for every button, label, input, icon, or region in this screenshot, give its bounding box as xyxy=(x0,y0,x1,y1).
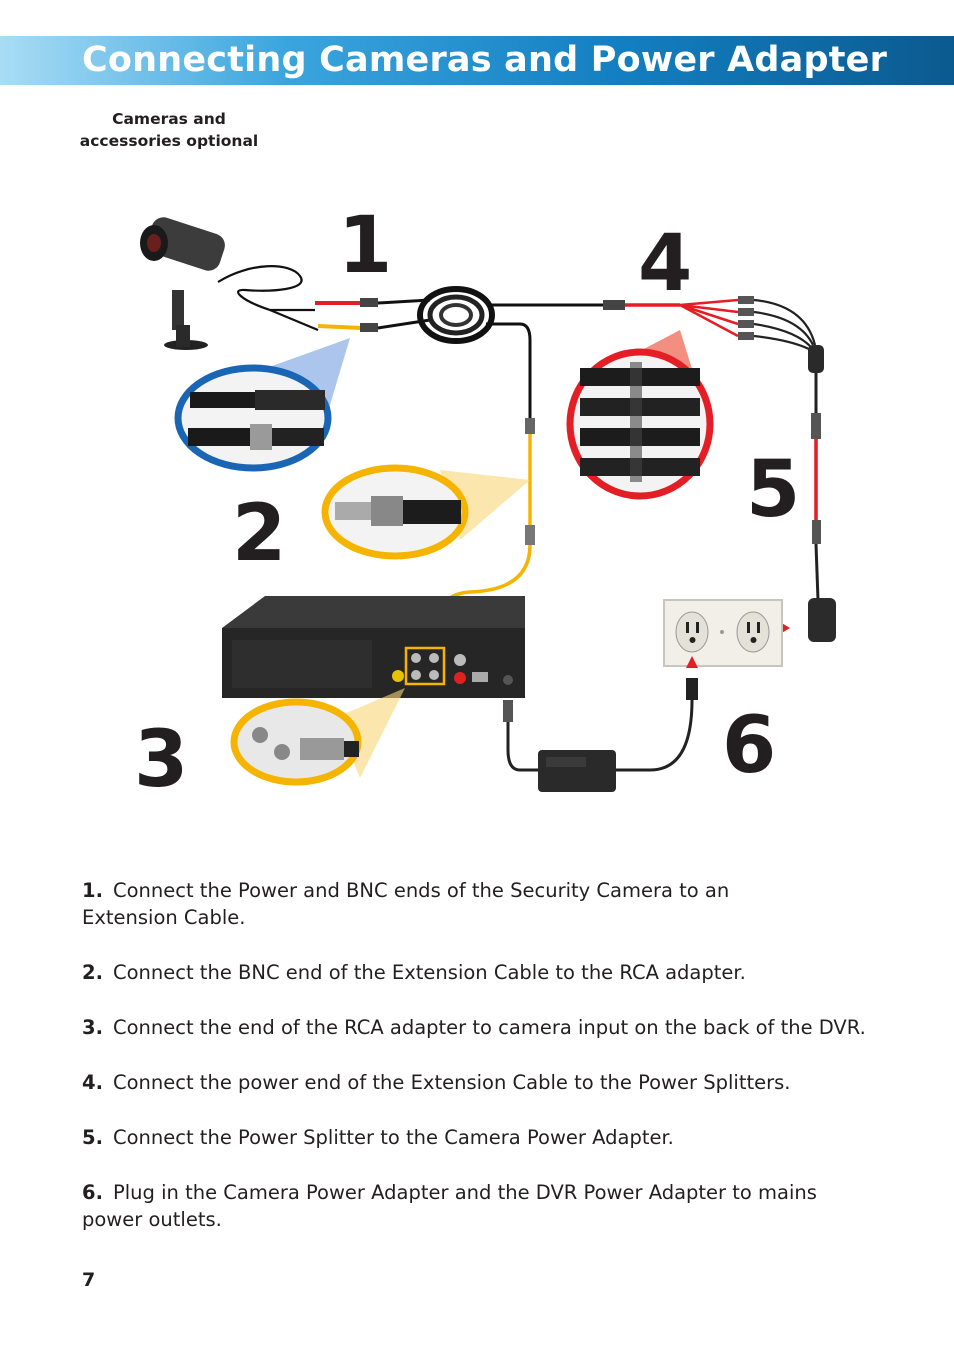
step-text: Connect the Power and BNC ends of the Se… xyxy=(112,879,730,902)
optional-note-line1: Cameras and xyxy=(112,110,226,128)
instruction-steps: 1. Connect the Power and BNC ends of the … xyxy=(82,877,882,1261)
step-1: 1. Connect the Power and BNC ends of the … xyxy=(82,877,882,931)
step-6: 6. Plug in the Camera Power Adapter and t… xyxy=(82,1179,882,1233)
connection-diagram: 1 4 2 5 3 6 xyxy=(134,201,836,805)
callout-3: 3 xyxy=(134,715,188,805)
callout-5: 5 xyxy=(746,445,800,535)
extension-cable-coil xyxy=(377,286,605,420)
step-text-continued: power outlets. xyxy=(82,1208,222,1231)
step-text-continued: Extension Cable. xyxy=(82,906,246,929)
step-number: 4. xyxy=(82,1071,103,1094)
step-number: 3. xyxy=(82,1016,103,1039)
callout-4: 4 xyxy=(638,219,692,309)
step-4: 4. Connect the power end of the Extension… xyxy=(82,1069,882,1096)
callout-2: 2 xyxy=(232,489,286,579)
step-3: 3. Connect the end of the RCA adapter to … xyxy=(82,1014,882,1041)
optional-note-line2: accessories optional xyxy=(79,132,259,150)
step-number: 1. xyxy=(82,879,103,902)
optional-note: Cameras and accessories optional xyxy=(60,108,278,152)
step-text: Plug in the Camera Power Adapter and the… xyxy=(112,1181,817,1204)
callout-1: 1 xyxy=(338,201,392,291)
detail-circle-yellow-bnc xyxy=(321,464,469,560)
detail-circle-red xyxy=(566,348,714,500)
step-2: 2. Connect the BNC end of the Extension C… xyxy=(82,959,882,986)
step-text: Connect the BNC end of the Extension Cab… xyxy=(112,961,746,984)
step-text: Connect the Power Splitter to the Camera… xyxy=(112,1126,674,1149)
callout-6: 6 xyxy=(722,701,776,791)
camera-power-adapter xyxy=(780,598,836,642)
security-camera-illustration xyxy=(140,217,225,350)
step-number: 2. xyxy=(82,961,103,984)
step-5: 5. Connect the Power Splitter to the Came… xyxy=(82,1124,882,1151)
dvr-unit-illustration xyxy=(222,596,525,698)
wall-outlet xyxy=(663,599,783,668)
step-text: Connect the end of the RCA adapter to ca… xyxy=(112,1016,866,1039)
detail-circle-yellow-dvr xyxy=(230,698,362,786)
detail-circle-blue xyxy=(174,364,332,472)
dvr-power-adapter xyxy=(538,750,616,792)
step-number: 5. xyxy=(82,1126,103,1149)
step-number: 6. xyxy=(82,1181,103,1204)
page-title: Connecting Cameras and Power Adapter xyxy=(82,40,888,80)
page-number: 7 xyxy=(82,1269,96,1291)
step-text: Connect the power end of the Extension C… xyxy=(112,1071,791,1094)
header-banner: Connecting Cameras and Power Adapter xyxy=(0,36,954,85)
